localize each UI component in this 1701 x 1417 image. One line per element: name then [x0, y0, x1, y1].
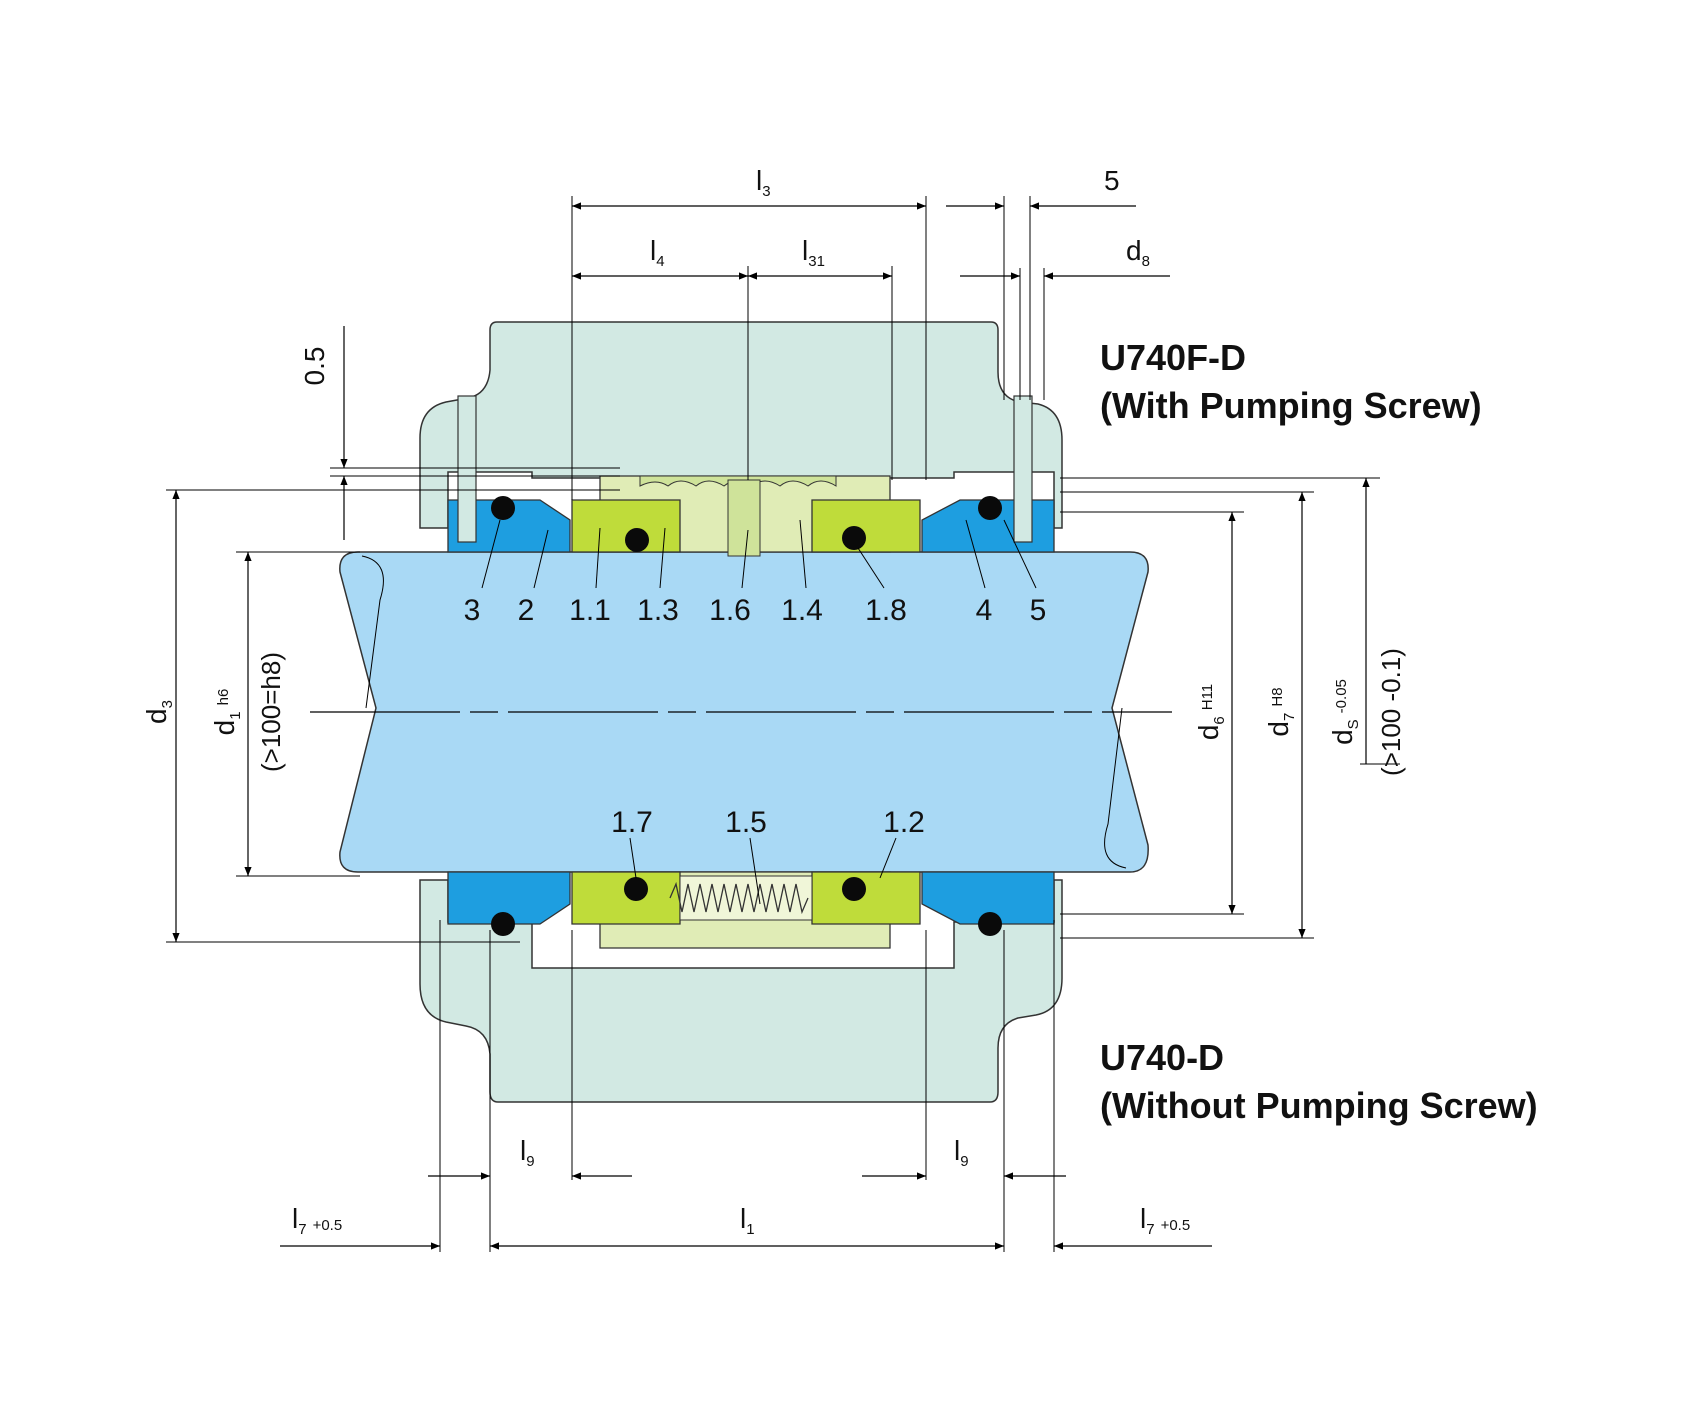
oring-bottom-right [978, 912, 1002, 936]
part-label-1-8: 1.8 [865, 594, 907, 627]
dim-d8: d8 [1126, 235, 1150, 270]
dim-l9-left: l9 [520, 1135, 535, 1170]
stationary-ring-left-top [447, 499, 571, 553]
dim-l9-right: l9 [954, 1135, 969, 1170]
dim-l7-left: l7+0.5 [292, 1203, 342, 1238]
title-bottom-variant: (Without Pumping Screw) [1100, 1085, 1538, 1126]
dimension-lines [166, 196, 1400, 1252]
leader-lines [481, 519, 1037, 905]
oring-3 [491, 496, 515, 520]
part-label-1-2: 1.2 [883, 806, 925, 839]
rotating-ring-right-bottom [811, 871, 921, 925]
part-label-1-7: 1.7 [611, 806, 653, 839]
part-label-1-5: 1.5 [725, 806, 767, 839]
part-label-1-6: 1.6 [709, 594, 751, 627]
dim-d7: d7H8 [1263, 687, 1298, 736]
dim-d3: d3 [141, 700, 176, 724]
part-labels: 3 2 1.1 1.3 1.6 1.4 1.8 4 5 1.7 1.5 1.2 [464, 594, 1047, 839]
oring-1-3 [625, 528, 649, 552]
title-top-model: U740F-D [1100, 337, 1246, 378]
dim-l4: l4 [650, 235, 665, 270]
drive-screw [727, 479, 761, 557]
spring [669, 881, 809, 915]
set-screw-right [1013, 395, 1033, 543]
dim-d6: d6H11 [1193, 684, 1228, 740]
spring-housing [679, 875, 813, 921]
dimension-labels: l3 l4 l31 5 d8 0.5 d3 d1h6 (>100=h8) d6H… [141, 165, 1406, 1238]
dim-ds-note: (>100 -0.1) [1376, 648, 1406, 776]
oring-1-7 [624, 877, 648, 901]
title-top-variant: (With Pumping Screw) [1100, 385, 1482, 426]
part-label-1-1: 1.1 [569, 594, 611, 627]
dim-d1: d1h6 [209, 689, 244, 736]
oring-bottom-left [491, 912, 515, 936]
dim-l3: l3 [756, 165, 771, 200]
part-label-2: 2 [518, 594, 535, 627]
dim-d1-note: (>100=h8) [256, 652, 286, 772]
set-screw-left [457, 395, 477, 543]
part-label-5: 5 [1030, 594, 1047, 627]
rotating-ring-right-top [811, 499, 921, 553]
oring-1-8 [842, 526, 866, 550]
dim-ds: dS-0.05 [1327, 679, 1362, 745]
dim-5: 5 [1104, 165, 1120, 196]
housing-bottom [419, 879, 1063, 1103]
rotating-ring-left-bottom [571, 871, 681, 925]
title-bottom-model: U740-D [1100, 1037, 1224, 1078]
dim-0-5: 0.5 [299, 347, 330, 386]
stationary-ring-right-bottom [921, 871, 1055, 925]
stationary-ring-left-bottom [447, 871, 571, 925]
dim-l1: l1 [740, 1203, 755, 1238]
dim-l31: l31 [802, 235, 825, 270]
dim-l7-right: l7+0.5 [1140, 1203, 1190, 1238]
oring-5 [978, 496, 1002, 520]
part-label-1-4: 1.4 [781, 594, 823, 627]
part-label-4: 4 [976, 594, 993, 627]
part-label-1-3: 1.3 [637, 594, 679, 627]
oring-1-2 [842, 877, 866, 901]
part-label-3: 3 [464, 594, 481, 627]
